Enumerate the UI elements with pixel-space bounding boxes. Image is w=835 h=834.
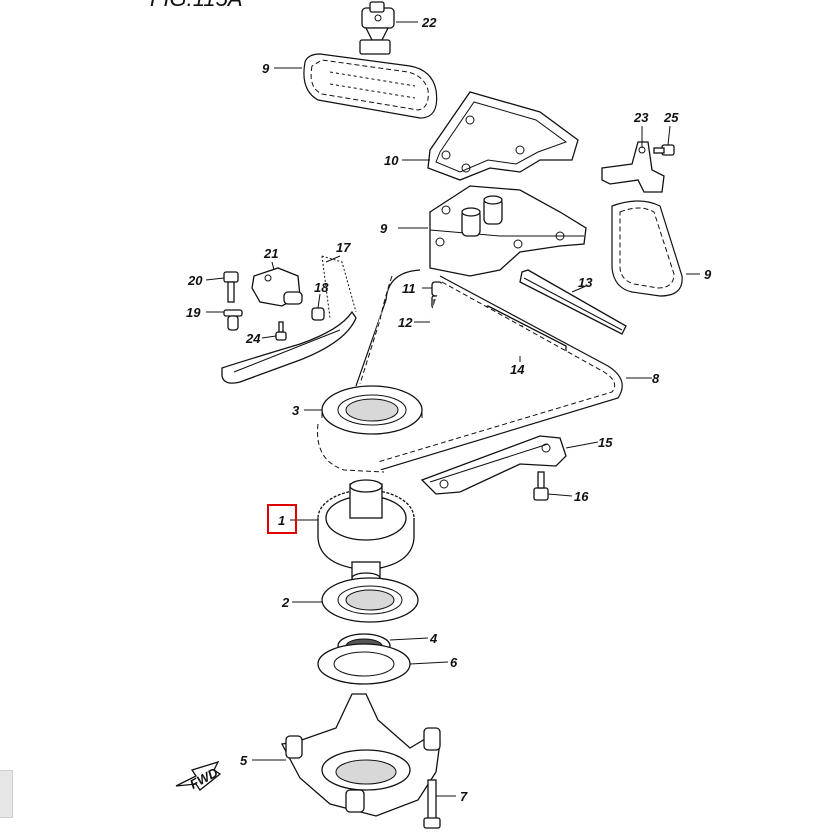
part-22-tensioner[interactable] bbox=[251, 267, 303, 307]
part-6-plate[interactable] bbox=[317, 643, 411, 685]
part-9-chain-right[interactable] bbox=[611, 200, 683, 297]
callout-17[interactable]: 16 bbox=[574, 489, 589, 504]
callout-26[interactable]: 25 bbox=[663, 110, 679, 125]
callout-5[interactable]: 5 bbox=[240, 753, 248, 768]
callout-9-right-shown[interactable]: 9 bbox=[704, 267, 712, 282]
callout-12[interactable]: 11 bbox=[402, 281, 416, 296]
part-1-gear[interactable] bbox=[317, 479, 415, 584]
part-2-bearing[interactable] bbox=[321, 577, 419, 623]
callout-4[interactable]: 4 bbox=[429, 631, 438, 646]
callout-9-top[interactable]: 9 bbox=[262, 61, 270, 76]
part-19-pin[interactable] bbox=[311, 307, 325, 321]
callout-15[interactable]: 14 bbox=[510, 362, 525, 377]
callout-22[interactable]: 21 bbox=[263, 246, 278, 261]
part-21-bolt[interactable] bbox=[223, 271, 239, 303]
part-16-chain-guide[interactable] bbox=[420, 435, 567, 495]
callout-10-shown[interactable]: 9 bbox=[380, 221, 388, 236]
part-23-tensioner-clip[interactable] bbox=[359, 1, 395, 55]
callout-18[interactable]: 17 bbox=[336, 240, 351, 255]
callout-1[interactable]: 1 bbox=[278, 513, 285, 528]
callout-13[interactable]: 12 bbox=[398, 315, 413, 330]
callout-20[interactable]: 19 bbox=[186, 305, 201, 320]
part-8-chain-lower-loop bbox=[317, 423, 385, 473]
side-panel-tab[interactable] bbox=[0, 770, 13, 818]
part-14-guide-rail[interactable] bbox=[519, 269, 627, 335]
part-25-bolt[interactable] bbox=[275, 321, 287, 341]
callout-23[interactable]: 22 bbox=[421, 15, 437, 30]
part-18-guide[interactable] bbox=[221, 255, 357, 384]
leader-lines bbox=[205, 21, 700, 797]
part-9-chain-top[interactable] bbox=[303, 53, 438, 119]
part-17-bolt[interactable] bbox=[533, 471, 549, 501]
callout-21[interactable]: 20 bbox=[187, 273, 203, 288]
callout-7[interactable]: 7 bbox=[460, 789, 468, 804]
callout-25[interactable]: 24 bbox=[245, 331, 261, 346]
part-3-bearing[interactable] bbox=[321, 385, 423, 435]
callout-14[interactable]: 13 bbox=[578, 275, 593, 290]
figure-title: FIG.115A bbox=[150, 0, 243, 11]
part-26-bolt[interactable] bbox=[653, 144, 675, 156]
callout-3[interactable]: 3 bbox=[292, 403, 300, 418]
callout-16[interactable]: 15 bbox=[598, 435, 613, 450]
part-20-collar[interactable] bbox=[223, 309, 243, 331]
fwd-arrow: FWD bbox=[175, 760, 222, 792]
callout-6[interactable]: 6 bbox=[450, 655, 458, 670]
callout-19[interactable]: 18 bbox=[314, 280, 329, 295]
callout-8[interactable]: 8 bbox=[652, 371, 660, 386]
callout-labels: 22 9 10 9 23 25 9 17 21 20 18 19 24 11 1… bbox=[186, 15, 712, 804]
part-5-housing[interactable] bbox=[280, 693, 441, 817]
part-10-oil-pump[interactable] bbox=[429, 185, 587, 277]
callout-11[interactable]: 10 bbox=[384, 153, 399, 168]
part-8-timing-chain[interactable] bbox=[355, 269, 623, 471]
callout-2[interactable]: 2 bbox=[281, 595, 290, 610]
part-11-gasket[interactable] bbox=[427, 91, 579, 181]
part-7-bolt[interactable] bbox=[423, 779, 441, 829]
callout-24[interactable]: 23 bbox=[633, 110, 649, 125]
selected-callout-highlight bbox=[267, 504, 297, 534]
fwd-label: FWD bbox=[187, 765, 221, 792]
